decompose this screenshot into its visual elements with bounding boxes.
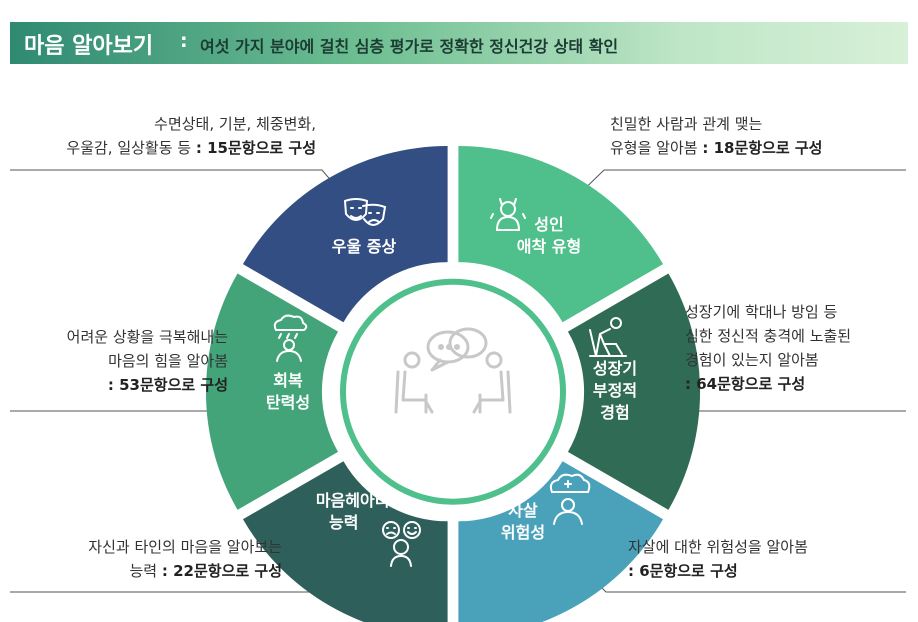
counseling-conversation-icon: [394, 327, 512, 414]
distressed-person-chair-icon: [589, 317, 627, 357]
connector-depression: [10, 169, 346, 198]
header-banner: 마음 알아보기 : 여섯 가지 분야에 걸친 심층 평가로 정확한 정신건강 상…: [10, 22, 908, 64]
center-ring-border: [340, 278, 566, 505]
description-trauma: 성장기에 학대나 방임 등 심한 정신적 충격에 노출된 경험이 있는지 알아봄…: [685, 303, 852, 393]
description-resilience: 어려운 상황을 극복해내는 마음의 힘을 알아봄 : 53문항으로 구성: [66, 328, 228, 394]
description-attachment: 친밀한 사람과 관계 맺는 유형을 알아봄 : 18문항으로 구성: [610, 115, 823, 157]
crying-person-icon: [490, 198, 526, 231]
segment-label-mentalization: 마음헤아리기 능력: [315, 491, 405, 532]
segment-gradient-overlays: [242, 146, 664, 622]
title-colon: :: [180, 30, 188, 52]
description-mentalization: 자신과 타인의 마음을 알아보는 능력 : 22문항으로 구성: [88, 538, 282, 580]
segment-resilience: [205, 273, 339, 510]
masks-icon: [343, 198, 387, 226]
segment-mentalization: [242, 461, 448, 622]
segment-label-depression: 우울 증상: [331, 237, 397, 256]
segment-depression: [242, 146, 448, 323]
segment-label-suicide: 자살 위험성: [500, 501, 546, 542]
segment-label-attachment: 성인 애착 유형: [516, 215, 582, 256]
segment-attachment: [458, 146, 664, 323]
segment-label-resilience: 회복 탄력성: [265, 371, 311, 412]
segment-label-trauma: 성장기 부정적 경험: [592, 359, 638, 422]
troubled-thought-icon: [549, 473, 591, 525]
faces-thinking-icon: [382, 521, 421, 567]
page-subtitle: 여섯 가지 분야에 걸친 심층 평가로 정확한 정신건강 상태 확인: [200, 37, 619, 56]
segment-suicide: [458, 461, 664, 622]
center-disc: [349, 287, 557, 496]
description-depression: 수면상태, 기분, 체중변화, 우울감, 일상활동 등 : 15문항으로 구성: [66, 115, 316, 157]
description-suicide: 자살에 대한 위험성을 알아봄 : 6문항으로 구성: [628, 538, 808, 580]
connector-attachment: [565, 169, 906, 208]
page-title: 마음 알아보기: [24, 34, 154, 59]
rain-cloud-person-icon: [273, 314, 308, 362]
